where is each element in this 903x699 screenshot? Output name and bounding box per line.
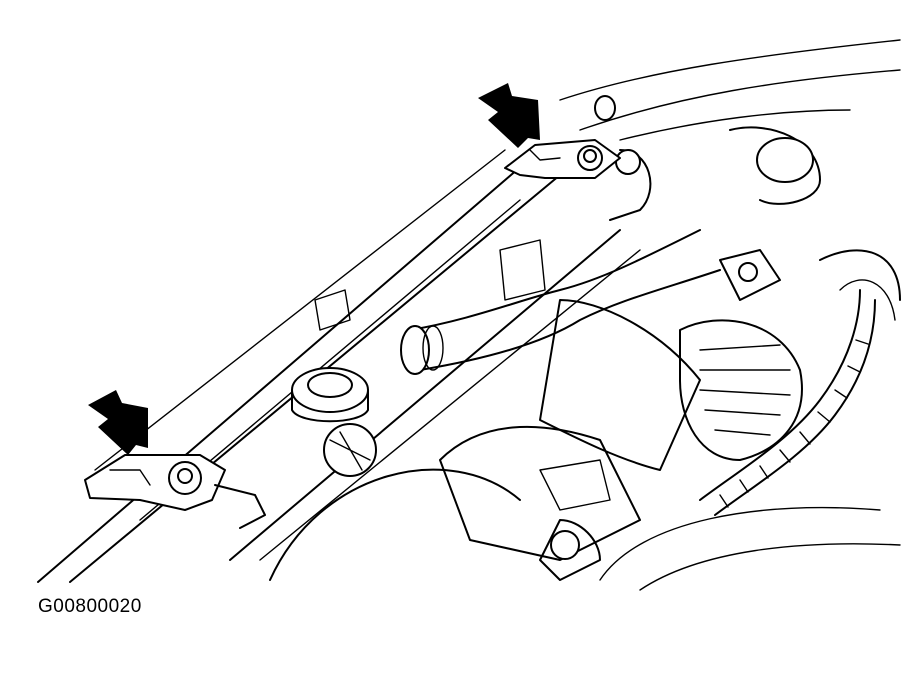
fan-shroud: [269, 249, 901, 591]
wiring-harness: [699, 289, 876, 516]
radiator-clamp-upper: [504, 139, 621, 179]
radiator-cap: [291, 367, 377, 477]
engine-bay-illustration: [37, 39, 901, 591]
hood-outline: [559, 39, 901, 141]
arrow-upper: [478, 83, 540, 148]
radiator-clamp-lower: [84, 454, 266, 529]
arrow-lower: [88, 390, 148, 455]
engine-components: [314, 95, 821, 581]
figure-code: G00800020: [38, 596, 142, 617]
upper-radiator-hose: [400, 229, 721, 375]
